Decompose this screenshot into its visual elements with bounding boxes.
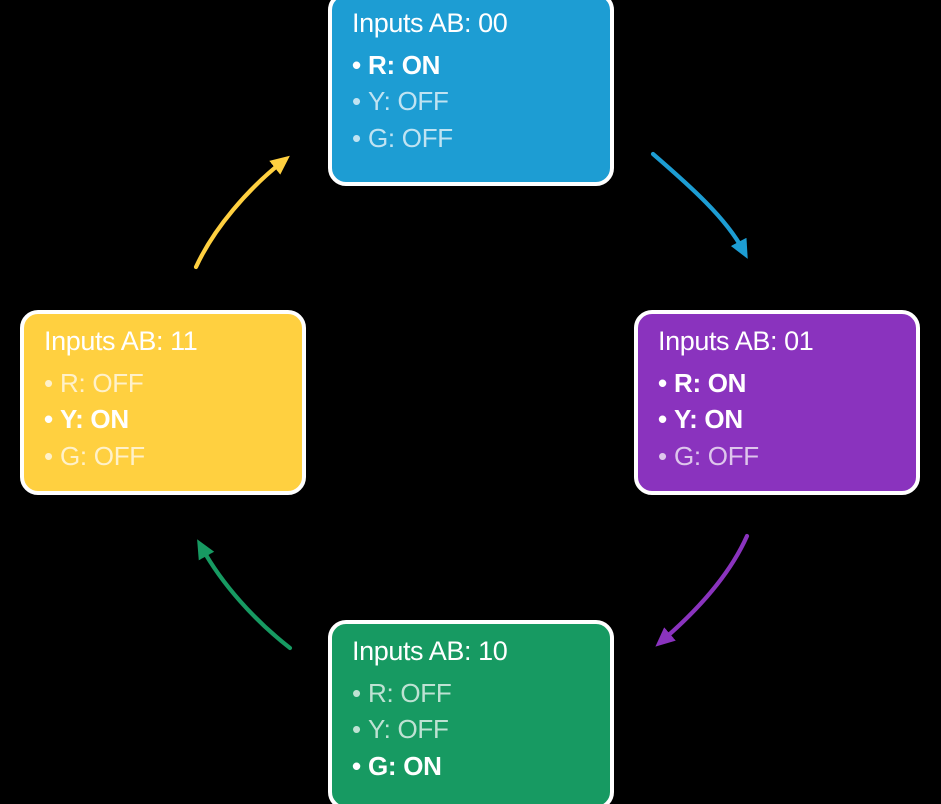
light-label: R: OFF (60, 368, 144, 398)
state-node-10-header: Inputs AB: 10 (352, 636, 508, 666)
state-node-01-light-list: • R: ON • Y: ON • G: OFF (658, 365, 896, 474)
bullet-icon: • (44, 440, 53, 471)
state-node-00[interactable]: Inputs AB: 00 • R: ON • Y: OFF • G: OFF (328, 0, 614, 186)
light-label: G: OFF (60, 440, 145, 471)
state-node-11-light-g: • G: OFF (44, 438, 282, 474)
bullet-icon: • (352, 50, 361, 80)
state-node-10-light-g: • G: ON (352, 748, 590, 784)
state-node-11-light-list: • R: OFF • Y: ON • G: OFF (44, 365, 282, 474)
bullet-icon: • (658, 368, 667, 398)
state-node-01-light-y: • Y: ON (658, 401, 896, 437)
bullet-icon: • (44, 368, 53, 398)
state-node-01-light-r: • R: ON (658, 365, 896, 401)
state-node-00-light-y: • Y: OFF (352, 83, 590, 119)
bullet-icon: • (352, 678, 361, 708)
bullet-icon: • (44, 404, 53, 435)
state-node-11-light-r: • R: OFF (44, 365, 282, 401)
bullet-icon: • (352, 86, 361, 117)
bullet-icon: • (658, 404, 667, 435)
arrow-11-to-00 (193, 155, 290, 270)
state-node-01-light-g: • G: OFF (658, 438, 896, 474)
light-label: Y: OFF (368, 714, 449, 745)
light-label: G: ON (368, 750, 442, 781)
state-node-00-light-g: • G: OFF (352, 120, 590, 156)
light-label: R: ON (674, 368, 747, 398)
light-label: Y: ON (674, 404, 743, 435)
state-node-10[interactable]: Inputs AB: 10 • R: OFF • Y: OFF • G: ON (328, 620, 614, 804)
state-node-11[interactable]: Inputs AB: 11 • R: OFF • Y: ON • G: OFF (20, 310, 306, 495)
light-label: R: ON (368, 50, 441, 80)
bullet-icon: • (352, 122, 361, 153)
arrow-01-to-10 (655, 533, 750, 647)
state-node-10-light-r: • R: OFF (352, 675, 590, 711)
bullet-icon: • (658, 440, 667, 471)
state-node-00-header: Inputs AB: 00 (352, 8, 508, 38)
light-label: Y: ON (60, 404, 129, 435)
light-label: G: OFF (674, 440, 759, 471)
state-node-01-header: Inputs AB: 01 (658, 326, 814, 356)
state-node-11-light-y: • Y: ON (44, 401, 282, 437)
state-node-10-light-list: • R: OFF • Y: OFF • G: ON (352, 675, 590, 784)
state-node-01[interactable]: Inputs AB: 01 • R: ON • Y: ON • G: OFF (634, 310, 920, 495)
bullet-icon: • (352, 714, 361, 745)
bullet-icon: • (352, 750, 361, 781)
light-label: G: OFF (368, 122, 453, 153)
state-node-10-light-y: • Y: OFF (352, 711, 590, 747)
light-label: R: OFF (368, 678, 452, 708)
state-node-00-light-r: • R: ON (352, 47, 590, 83)
arrow-10-to-11 (197, 539, 293, 651)
state-node-11-header: Inputs AB: 11 (44, 326, 198, 356)
arrow-00-to-01 (650, 151, 748, 259)
light-label: Y: OFF (368, 86, 449, 117)
state-node-00-light-list: • R: ON • Y: OFF • G: OFF (352, 47, 590, 156)
